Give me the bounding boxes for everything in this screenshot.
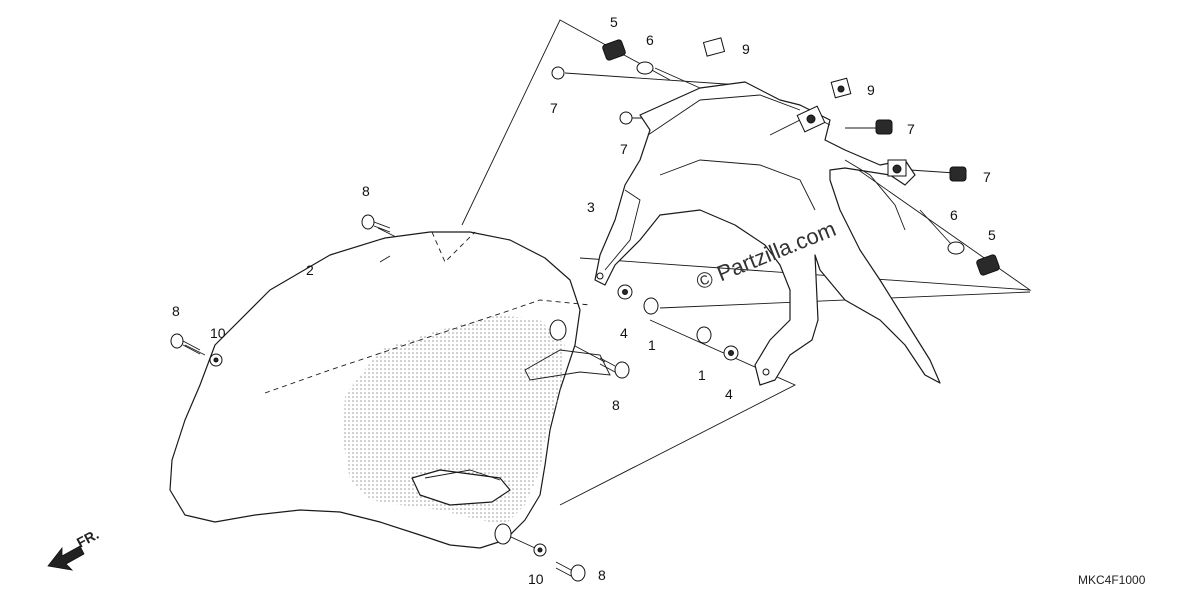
hardware xyxy=(170,37,1000,582)
front-fender xyxy=(169,231,611,549)
callouts: 5 6 9 7 9 7 7 7 3 6 5 8 2 8 10 4 1 1 4 8… xyxy=(172,14,996,587)
front-direction-arrow: FR. xyxy=(47,526,101,571)
callout-10-left: 10 xyxy=(210,325,226,341)
callout-3: 3 xyxy=(587,199,595,215)
callout-10-bottom: 10 xyxy=(528,571,544,587)
callout-9-right: 9 xyxy=(867,82,875,98)
callout-4-right: 4 xyxy=(725,386,733,402)
callout-6-right: 6 xyxy=(950,207,958,223)
callout-6-top: 6 xyxy=(646,32,654,48)
leader-lines xyxy=(184,19,1032,549)
callout-9-top: 9 xyxy=(742,41,750,57)
callout-4-left: 4 xyxy=(620,325,628,341)
callout-1-right: 1 xyxy=(698,367,706,383)
callout-5-right: 5 xyxy=(988,227,996,243)
inner-fender-bracket xyxy=(594,81,941,386)
callout-7-right-upper: 7 xyxy=(907,121,915,137)
callout-2: 2 xyxy=(306,262,314,278)
callout-5-top: 5 xyxy=(610,14,618,30)
callout-7-top-left: 7 xyxy=(550,100,558,116)
callout-8-middle: 8 xyxy=(612,397,620,413)
callout-7-right-lower: 7 xyxy=(983,169,991,185)
callout-1-left: 1 xyxy=(648,337,656,353)
callout-8-left: 8 xyxy=(172,303,180,319)
callout-8-bottom: 8 xyxy=(598,567,606,583)
callout-8-top: 8 xyxy=(362,183,370,199)
callout-7-middle: 7 xyxy=(620,141,628,157)
diagram-code: MKC4F1000 xyxy=(1078,573,1146,587)
